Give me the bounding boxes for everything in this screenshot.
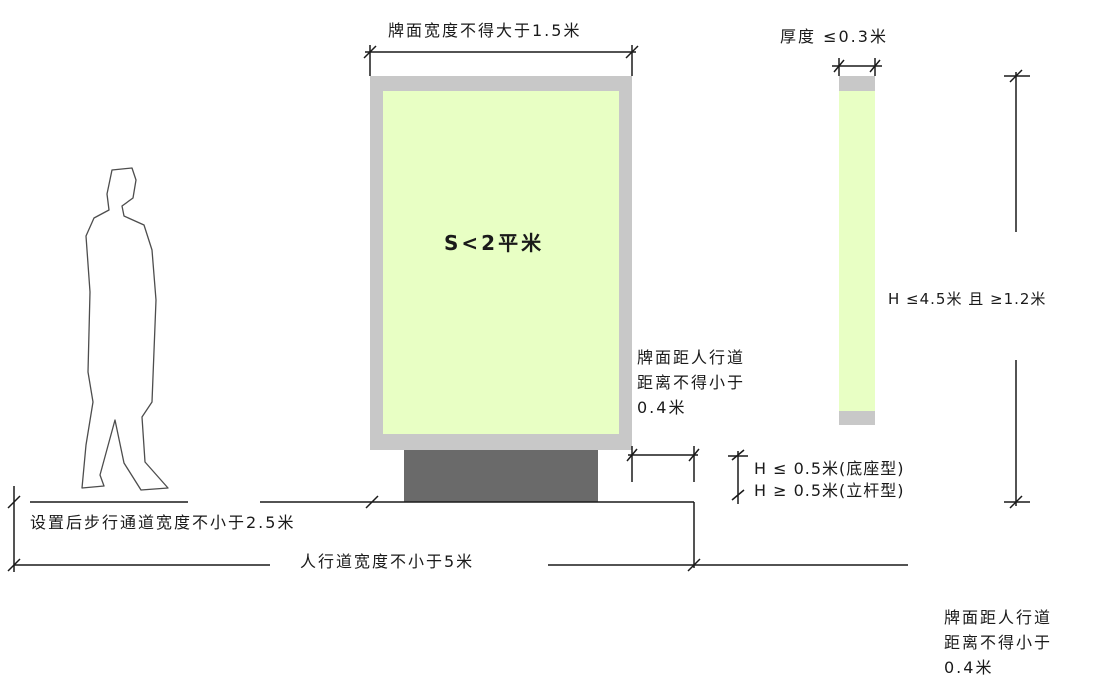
clearance-dim-tick-right xyxy=(688,448,700,462)
width-dim-tick-right xyxy=(625,45,639,59)
thickness-dim-tick-right xyxy=(869,59,881,73)
base-height-pole-label: H ≥ 0.5米(立杆型) xyxy=(754,481,905,500)
sidewalk-dim-tick-right xyxy=(687,558,701,572)
height-dim-tick-top xyxy=(1009,69,1023,83)
base-height-dim-tick-top xyxy=(731,449,745,461)
clearance-dim-tick-left xyxy=(626,448,638,462)
walkway-dim-tick-right xyxy=(365,495,379,509)
sign-base xyxy=(404,450,598,502)
human-silhouette xyxy=(81,167,169,491)
thickness-dim-tick-left xyxy=(833,59,845,73)
clearance-label: 牌面距人行道 距离不得小于 0.4米 xyxy=(637,348,746,417)
base-height-dim-tick-bottom xyxy=(731,489,745,501)
base-height-base-label: H ≤ 0.5米(底座型) xyxy=(754,459,905,478)
sidewalk-width-label: 人行道宽度不小于5米 xyxy=(300,552,475,571)
walkway-width-label: 设置后步行通道宽度不小于2.5米 xyxy=(30,513,296,532)
panel-area-label: S<2平米 xyxy=(444,231,545,255)
sidewalk-dim-tick-left xyxy=(7,558,21,572)
height-limit-label: H ≤4.5米 且 ≥1.2米 xyxy=(888,290,1047,308)
clearance-footnote: 牌面距人行道 距离不得小于 0.4米 xyxy=(944,608,1053,677)
sign-panel xyxy=(383,91,619,434)
width-limit-label: 牌面宽度不得大于1.5米 xyxy=(388,21,582,40)
thickness-limit-label: 厚度 ≤0.3米 xyxy=(780,27,888,46)
height-dim-tick-bottom xyxy=(1009,495,1023,509)
walkway-dim-tick-left xyxy=(7,495,21,509)
side-panel xyxy=(839,91,875,411)
width-dim-tick-left xyxy=(363,45,377,59)
